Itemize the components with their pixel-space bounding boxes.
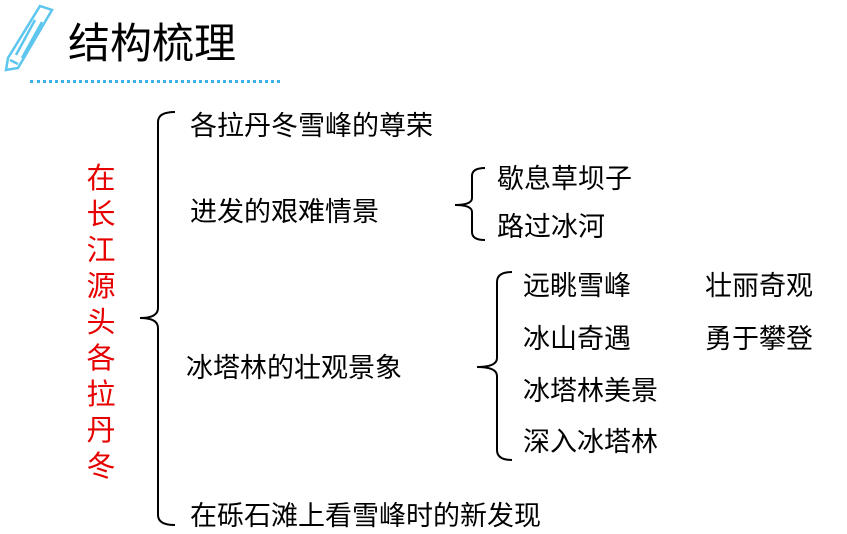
root-node: 在长江源头各拉丹冬 (86, 161, 116, 483)
branch-4: 在砾石滩上看雪峰时的新发现 (190, 501, 541, 532)
branch-3-child-2: 冰山奇遇 (523, 324, 631, 355)
branch-2-child-1: 歇息草坝子 (497, 164, 632, 195)
branch-3: 冰塔林的壮观景象 (186, 353, 402, 384)
main-brace (139, 111, 176, 526)
branch-2-child-2: 路过冰河 (497, 212, 605, 243)
branch-3-child-3: 冰塔林美景 (523, 376, 658, 407)
branch-3-child-4: 深入冰塔林 (523, 427, 658, 458)
brace-hardships (454, 167, 486, 241)
pencil-icon (4, 4, 54, 72)
brace-ice-forest (476, 271, 513, 461)
page-title: 结构梳理 (68, 19, 237, 68)
branch-3-child-2-note: 勇于攀登 (705, 324, 813, 355)
branch-1: 各拉丹冬雪峰的尊荣 (190, 111, 433, 142)
title-divider (30, 80, 280, 83)
branch-2: 进发的艰难情景 (190, 197, 379, 228)
branch-3-child-1-note: 壮丽奇观 (705, 271, 813, 302)
branch-3-child-1: 远眺雪峰 (523, 271, 631, 302)
